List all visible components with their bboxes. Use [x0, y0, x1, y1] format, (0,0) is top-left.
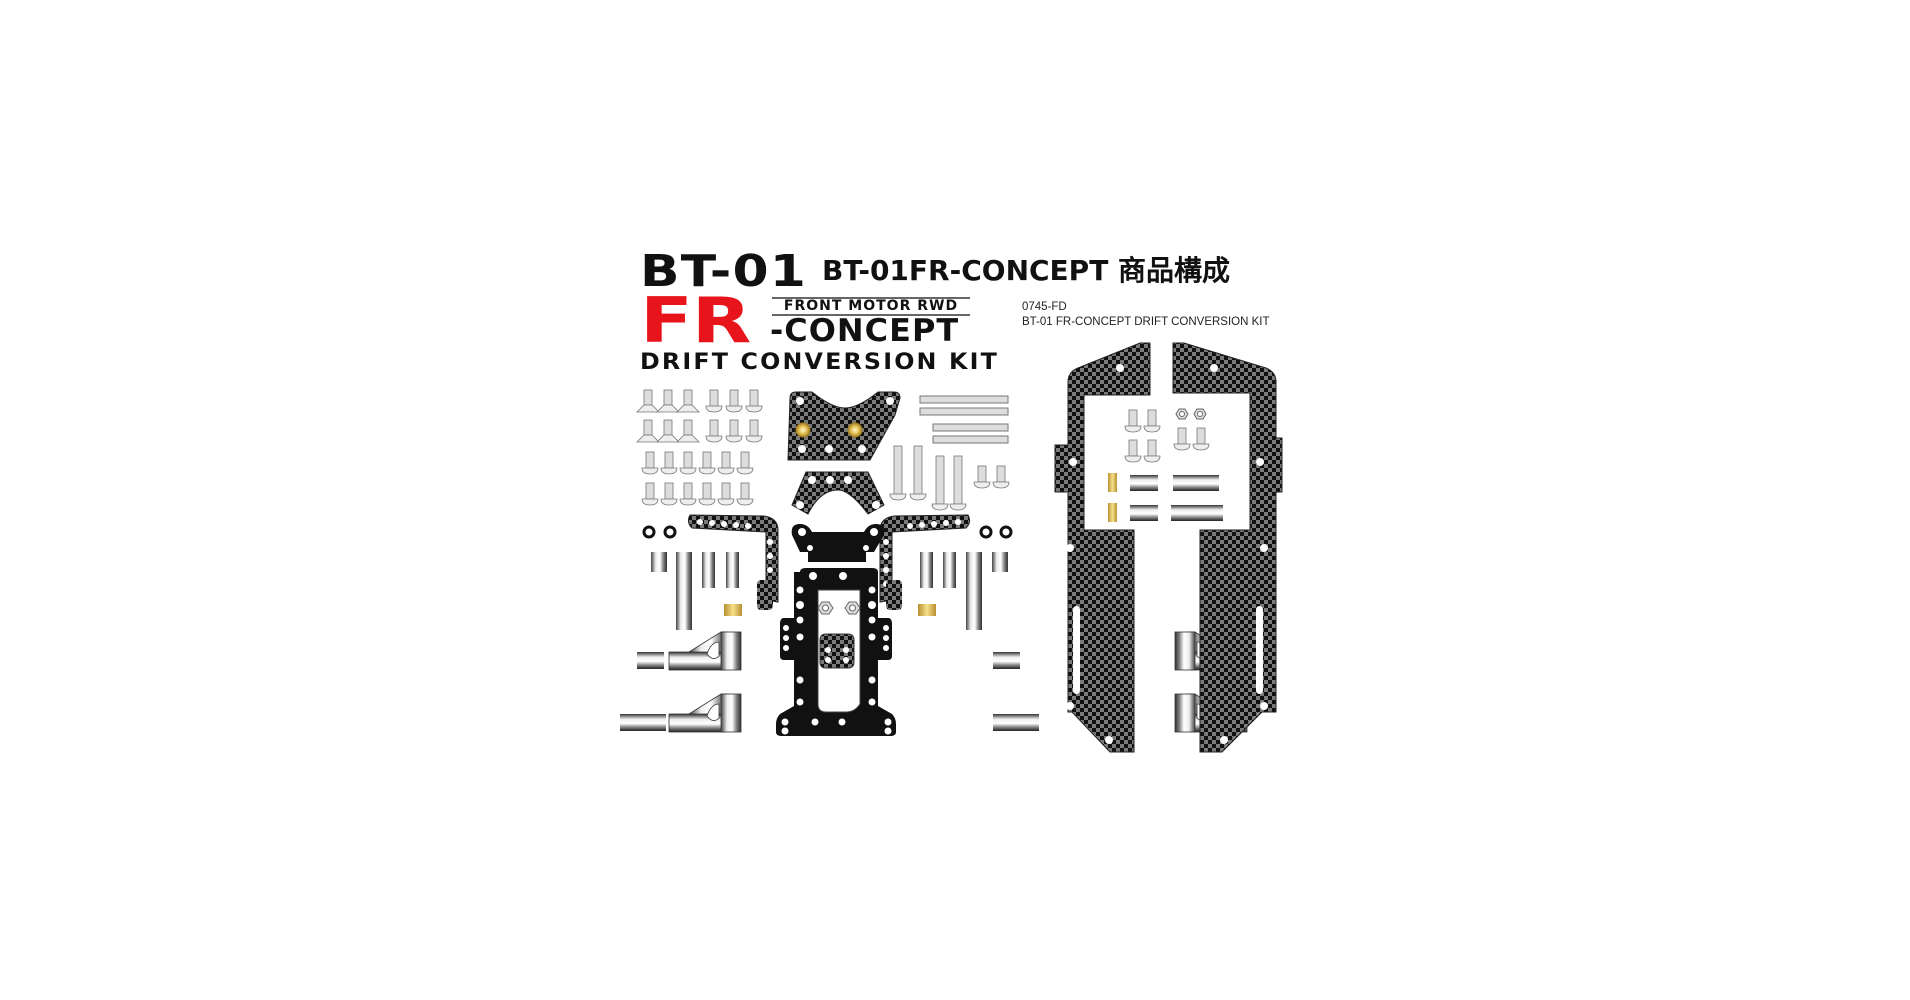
logo-bt01: BT-01	[640, 246, 808, 297]
hex-nuts	[817, 601, 861, 615]
button-screws-top	[705, 389, 763, 443]
carbon-upper-plate	[791, 471, 885, 515]
logo-concept: -CONCEPT	[770, 313, 960, 349]
suspension-knuckles	[620, 631, 1248, 733]
threaded-rods	[919, 395, 1009, 444]
countersunk-screws	[636, 389, 700, 443]
black-bulkhead	[791, 524, 885, 562]
button-screws-middle	[641, 451, 754, 506]
o-rings	[642, 525, 1013, 539]
metal-shafts-right	[918, 552, 1008, 630]
long-screws	[889, 445, 1010, 511]
carbon-front-plate	[787, 391, 901, 461]
logo-fr: FR	[640, 284, 751, 357]
product-name: BT-01 FR-CONCEPT DRIFT CONVERSION KIT	[1022, 316, 1270, 328]
carbon-main-chassis-right-plate	[1172, 342, 1283, 753]
metal-shafts-left	[651, 552, 742, 630]
logo-drift-kit: DRIFT CONVERSION KIT	[640, 350, 999, 375]
carbon-side-tabs	[757, 580, 902, 610]
carbon-center-chassis	[776, 568, 896, 736]
carbon-main-chassis-left-plate	[1054, 342, 1151, 753]
chassis-small-parts	[1108, 408, 1223, 522]
logo-tagline: FRONT MOTOR RWD	[772, 297, 970, 316]
product-code: 0745-FD	[1022, 301, 1067, 313]
page-title: BT-01FR-CONCEPT 商品構成	[822, 254, 1231, 287]
